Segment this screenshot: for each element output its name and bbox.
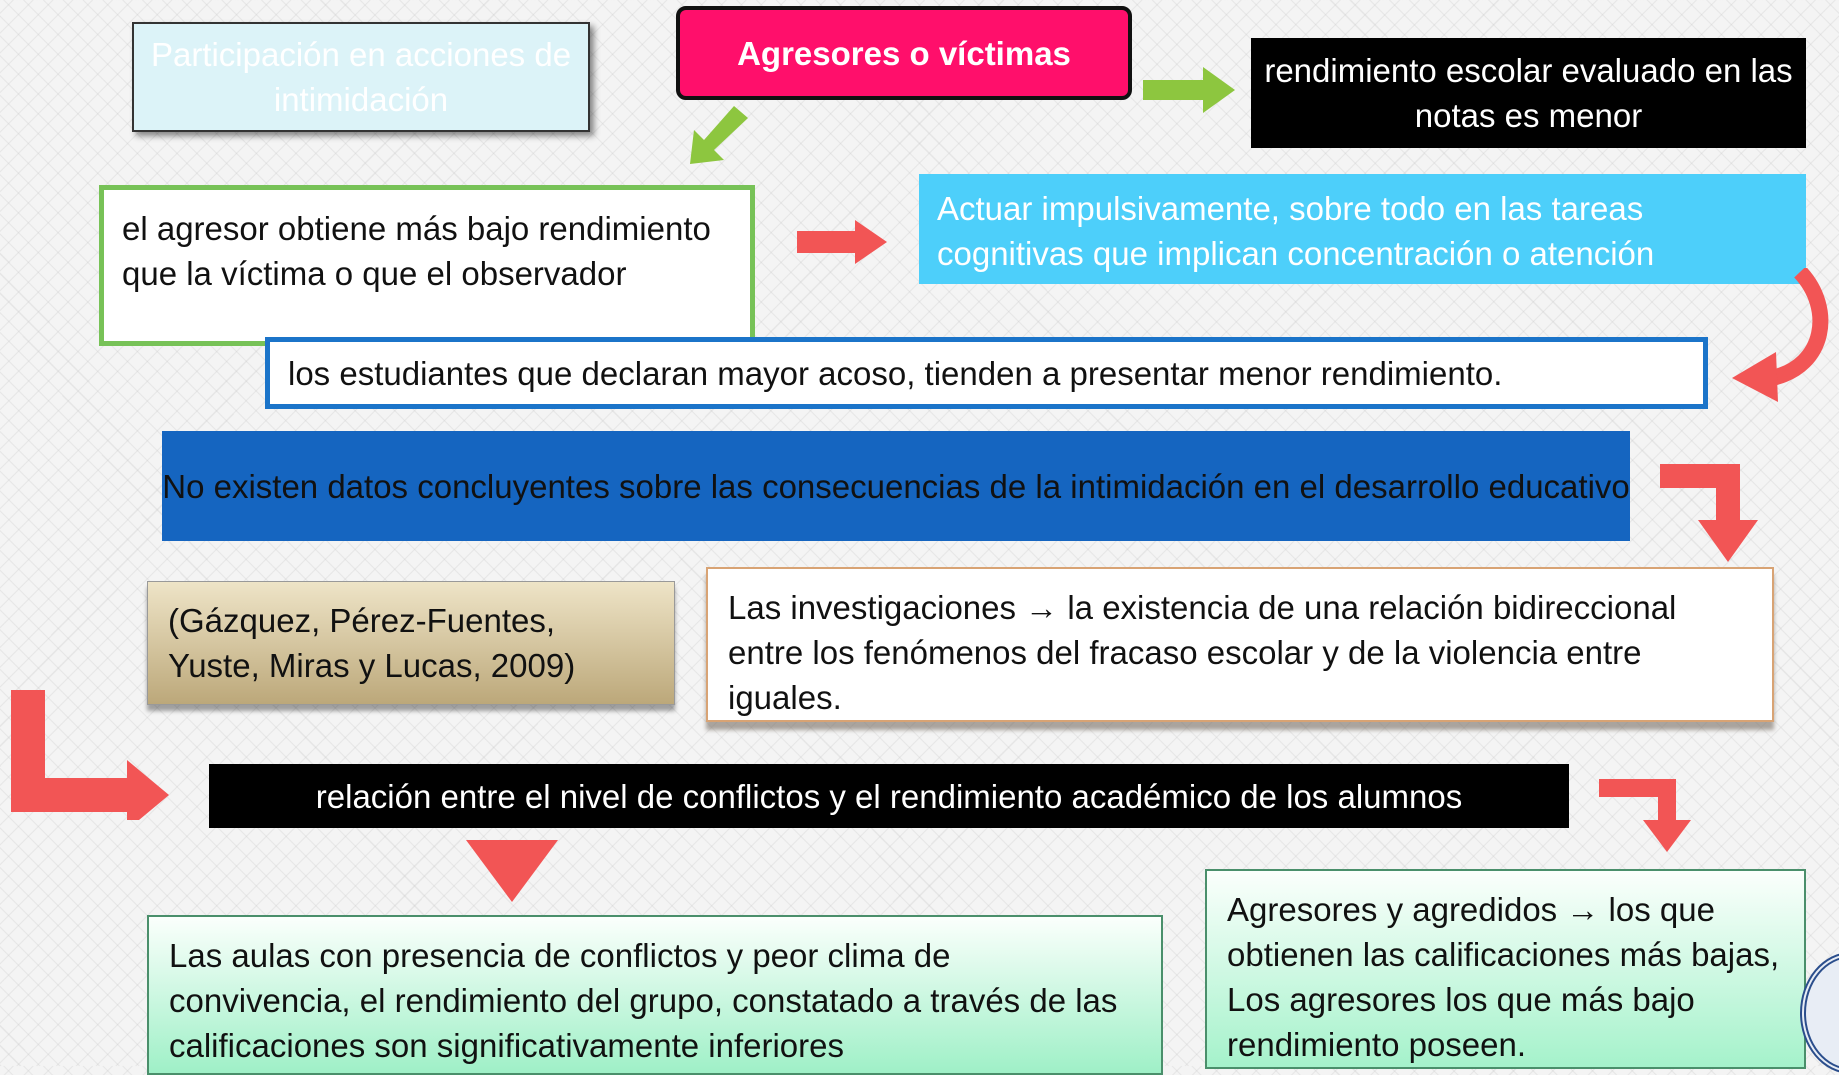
box-rendimiento-notas: rendimiento escolar evaluado en las nota… <box>1251 38 1806 148</box>
red-l-arrow-icon <box>11 690 169 820</box>
box-estudiantes-acoso: los estudiantes que declaran mayor acoso… <box>265 337 1708 409</box>
red-bent-arrow-icon <box>1660 464 1758 562</box>
box-aulas-conflictos: Las aulas con presencia de conflictos y … <box>147 915 1163 1075</box>
green-down-left-arrow-icon <box>690 106 748 164</box>
red-curved-arrow-icon <box>1732 268 1829 402</box>
box-investigaciones: Las investigaciones → la existencia de u… <box>706 567 1774 722</box>
box-agresores-agredidos: Agresores y agredidos → los que obtienen… <box>1205 869 1806 1069</box>
green-right-arrow-icon <box>1143 67 1235 113</box>
box-agresor-bajo-rendimiento: el agresor obtiene más bajo rendimiento … <box>99 185 755 346</box>
red-down-triangle-icon <box>466 840 558 902</box>
red-bent-arrow-small-icon <box>1599 779 1691 852</box>
box-actuar-impulsivamente: Actuar impulsivamente, sobre todo en las… <box>919 174 1806 284</box>
box-participacion: Participación en acciones de intimidació… <box>132 22 590 132</box>
box-no-existen-datos: No existen datos concluyentes sobre las … <box>162 431 1630 541</box>
box-relacion-conflictos: relación entre el nivel de conflictos y … <box>209 764 1569 828</box>
box-agresores-victimas: Agresores o víctimas <box>676 6 1132 100</box>
red-right-arrow-icon <box>797 220 887 264</box>
box-cita: (Gázquez, Pérez-Fuentes, Yuste, Miras y … <box>147 581 675 705</box>
